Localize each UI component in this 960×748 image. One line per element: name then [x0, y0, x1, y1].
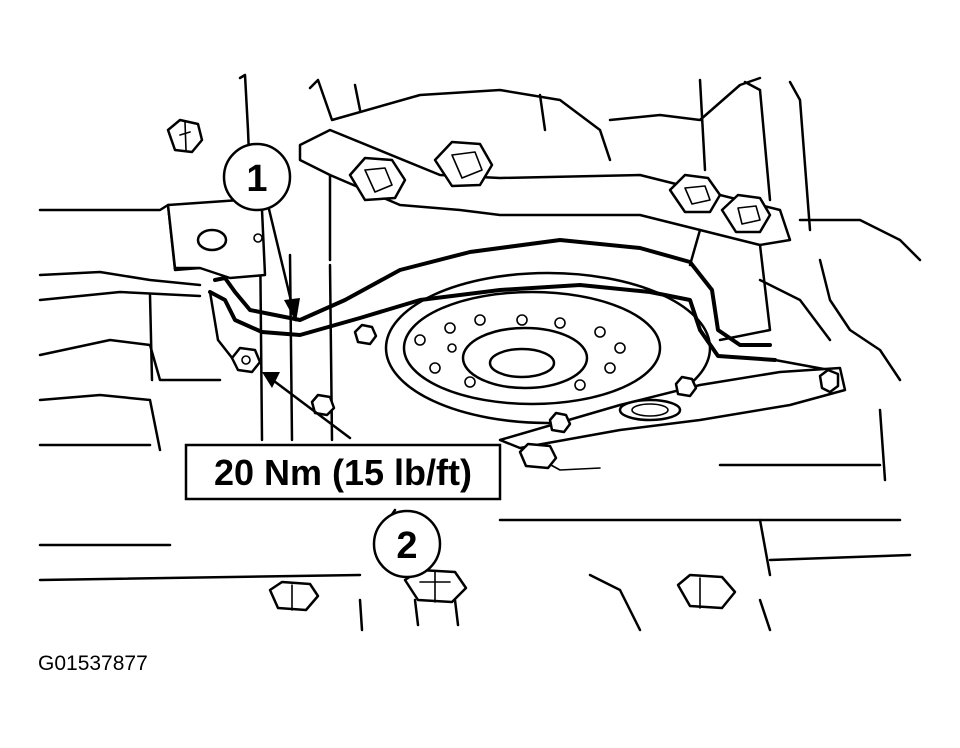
nut-icon — [548, 411, 572, 434]
bolt-icon — [676, 573, 737, 610]
bolt-icon — [403, 568, 468, 627]
engine-block-outline — [38, 73, 922, 632]
bolt-heads-upper — [166, 118, 772, 234]
nut-icon — [818, 368, 840, 394]
crankshaft-pulley — [384, 271, 712, 425]
bolt-icon — [518, 442, 558, 470]
callout-2-label: 2 — [396, 525, 417, 567]
callout-1: 1 — [222, 142, 292, 212]
bolt-icon — [720, 193, 772, 234]
callout-1-label: 1 — [246, 158, 267, 200]
leader-arrow-1 — [266, 203, 300, 322]
lower-shield-plate — [498, 366, 847, 471]
nut-icon — [353, 323, 378, 346]
bolt-icon — [433, 140, 494, 188]
torque-spec-label: 20 Nm (15 lb/ft) — [214, 452, 472, 493]
splash-shield — [208, 238, 842, 374]
bolt-heads-lower — [268, 442, 737, 627]
bolt-icon — [668, 173, 722, 214]
bolt-icon — [348, 156, 407, 202]
torque-spec-box: 20 Nm (15 lb/ft) — [184, 443, 502, 501]
nut-icons — [230, 323, 840, 434]
bolt-icon — [166, 118, 204, 154]
left-bracket — [166, 198, 267, 280]
nut-icon — [230, 346, 262, 374]
bolt-icon — [268, 580, 320, 612]
nut-icon — [674, 375, 698, 398]
callout-2: 2 — [372, 509, 442, 579]
leader-arrow-2 — [262, 372, 352, 440]
figure-id: G01537877 — [38, 652, 148, 675]
